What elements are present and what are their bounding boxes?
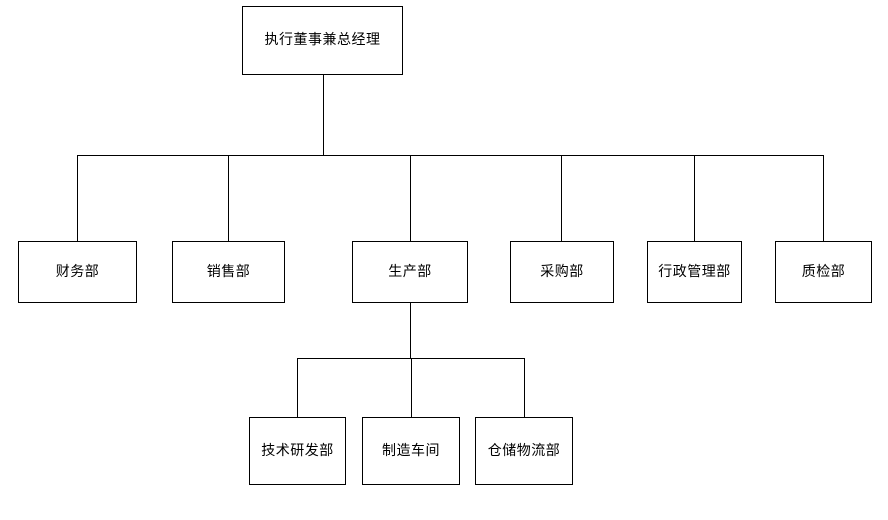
node-manufacturing-workshop[interactable]: 制造车间 — [362, 417, 460, 485]
node-label: 生产部 — [388, 263, 432, 280]
edge-production-to-bus — [410, 303, 411, 358]
node-label: 技术研发部 — [261, 442, 334, 459]
node-administration-department[interactable]: 行政管理部 — [647, 241, 742, 303]
node-finance-department[interactable]: 财务部 — [18, 241, 137, 303]
node-production-department[interactable]: 生产部 — [352, 241, 468, 303]
edge-bus-to-finance — [77, 155, 78, 241]
node-label: 质检部 — [801, 263, 846, 280]
node-label: 执行董事兼总经理 — [264, 32, 381, 49]
node-quality-inspection-department[interactable]: 质检部 — [775, 241, 872, 303]
edge-bus-to-purchasing — [561, 155, 562, 241]
edge-bus-to-production — [410, 155, 411, 241]
node-executive-director-general-manager[interactable]: 执行董事兼总经理 — [242, 6, 403, 75]
edge-ceo-to-bus — [323, 75, 324, 155]
edge-level2-bus — [297, 358, 524, 359]
edge-bus-to-rnd — [297, 358, 298, 417]
node-label: 仓储物流部 — [487, 442, 561, 459]
node-label: 行政管理部 — [658, 263, 731, 280]
node-label: 采购部 — [540, 263, 584, 280]
node-technology-rnd-department[interactable]: 技术研发部 — [249, 417, 346, 485]
edge-bus-to-quality — [823, 155, 824, 241]
edge-bus-to-sales — [228, 155, 229, 241]
edge-bus-to-administration — [694, 155, 695, 241]
edge-level1-bus — [77, 155, 824, 156]
edge-bus-to-warehouse — [524, 358, 525, 417]
node-label: 财务部 — [55, 263, 100, 280]
node-purchasing-department[interactable]: 采购部 — [510, 241, 614, 303]
edge-bus-to-workshop — [411, 358, 412, 417]
node-warehouse-logistics-department[interactable]: 仓储物流部 — [475, 417, 573, 485]
node-label: 销售部 — [206, 263, 251, 280]
node-label: 制造车间 — [382, 442, 440, 459]
node-sales-department[interactable]: 销售部 — [172, 241, 285, 303]
